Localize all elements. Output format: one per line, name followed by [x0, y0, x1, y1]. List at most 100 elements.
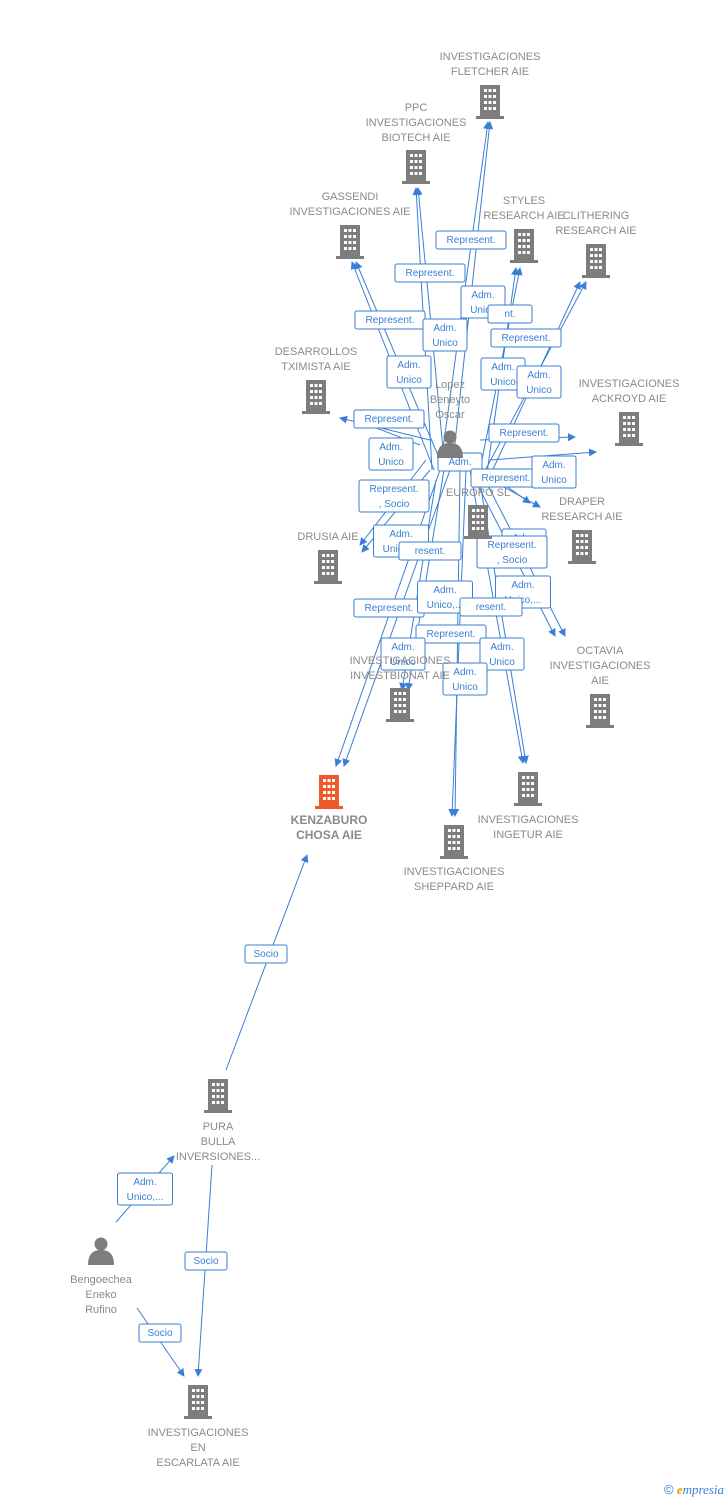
edge-label[interactable]: Represent., Socio	[358, 479, 430, 513]
building-icon[interactable]	[615, 412, 643, 446]
edge-label-text: Represent.	[406, 268, 455, 279]
building-icon[interactable]	[204, 1079, 232, 1113]
edge-label[interactable]: resent.	[459, 597, 523, 617]
edge-label[interactable]: Adm.Unico	[386, 355, 432, 389]
edge-label[interactable]: Represent., Socio	[476, 535, 548, 569]
node-label-drusia[interactable]: DRUSIA AIE	[297, 531, 358, 543]
edge-label[interactable]: Represent.	[490, 328, 562, 348]
node-label-line: INVESTIGACIONES AIE	[289, 206, 410, 218]
edge-label[interactable]: Socio	[244, 944, 288, 964]
building-icon[interactable]	[514, 772, 542, 806]
node-label-line: INVESTIGACIONES	[148, 1427, 249, 1439]
building-icon[interactable]	[302, 380, 330, 414]
edge-label[interactable]: Adm.Unico	[368, 437, 414, 471]
person-icon[interactable]	[437, 430, 463, 459]
edge-label[interactable]: Represent.	[354, 310, 426, 330]
building-icon[interactable]	[440, 825, 468, 859]
building-icon[interactable]	[386, 688, 414, 722]
node-label-line: EN	[190, 1442, 205, 1454]
edge-label-text: Represent.	[482, 473, 531, 484]
edge-label-text: Socio	[253, 949, 278, 960]
building-icon[interactable]	[336, 225, 364, 259]
edge-label[interactable]: Adm.Unico	[380, 637, 426, 671]
node-europo[interactable]: EUROPO SL	[446, 487, 510, 539]
edge-label[interactable]: Adm.Unico	[479, 637, 525, 671]
edge-label[interactable]: Adm.Unico	[442, 662, 488, 696]
edge-label[interactable]: Represent.	[353, 409, 425, 429]
edge-label-text: Adm.Unico	[470, 290, 496, 316]
edge-label[interactable]: nt.	[487, 304, 533, 324]
building-icon[interactable]	[314, 550, 342, 584]
node-label-line: INVESTIGACIONES	[478, 814, 579, 826]
node-label-europo[interactable]: EUROPO SL	[446, 487, 510, 499]
edge-label-text: Adm.Unico,...	[127, 1177, 164, 1203]
edge-label[interactable]: Adm.Unico	[516, 365, 562, 399]
person-icon[interactable]	[88, 1237, 114, 1266]
building-icon[interactable]	[184, 1385, 212, 1419]
copyright-symbol: ©	[663, 1482, 674, 1497]
edge-label[interactable]: Socio	[138, 1323, 182, 1343]
node-escarlata[interactable]: INVESTIGACIONES EN ESCARLATA AIE	[148, 1385, 249, 1469]
building-icon[interactable]	[315, 775, 343, 809]
node-label-line: TXIMISTA AIE	[281, 361, 350, 373]
edge-label[interactable]: Represent.	[353, 598, 425, 618]
node-label-line: INVESTIGACIONES	[350, 655, 451, 667]
node-drusia[interactable]: DRUSIA AIE	[297, 531, 359, 584]
edge-label[interactable]: Represent.	[488, 423, 560, 443]
building-icon[interactable]	[402, 150, 430, 184]
edge-label[interactable]: Adm.Unico,...	[117, 1172, 173, 1206]
building-icon[interactable]	[586, 694, 614, 728]
edge-label[interactable]: Adm.Unico	[531, 455, 577, 489]
edge-label[interactable]: Socio	[184, 1251, 228, 1271]
node-label-escarlata[interactable]: INVESTIGACIONES EN ESCARLATA AIE	[148, 1427, 249, 1469]
edge-label[interactable]: resent.	[398, 541, 462, 561]
building-icon[interactable]	[582, 244, 610, 278]
edge-label[interactable]: Represent.	[435, 230, 507, 250]
edge-label[interactable]: Adm.Unico,...	[417, 580, 473, 614]
building-icon[interactable]	[510, 229, 538, 263]
building-icon[interactable]	[476, 85, 504, 119]
building-icon[interactable]	[464, 505, 492, 539]
node-label-line: STYLES	[503, 195, 545, 207]
edge-label[interactable]: Represent.	[394, 263, 466, 283]
edge-label[interactable]: Adm.Unico	[422, 318, 468, 352]
node-label-line: ESCARLATA AIE	[156, 1457, 239, 1469]
building-icon[interactable]	[568, 530, 596, 564]
edge-label-text: Adm.Unico,...	[427, 585, 464, 611]
edge-label[interactable]: Represent.	[415, 624, 487, 644]
edge-label[interactable]: Represent.	[470, 468, 542, 488]
